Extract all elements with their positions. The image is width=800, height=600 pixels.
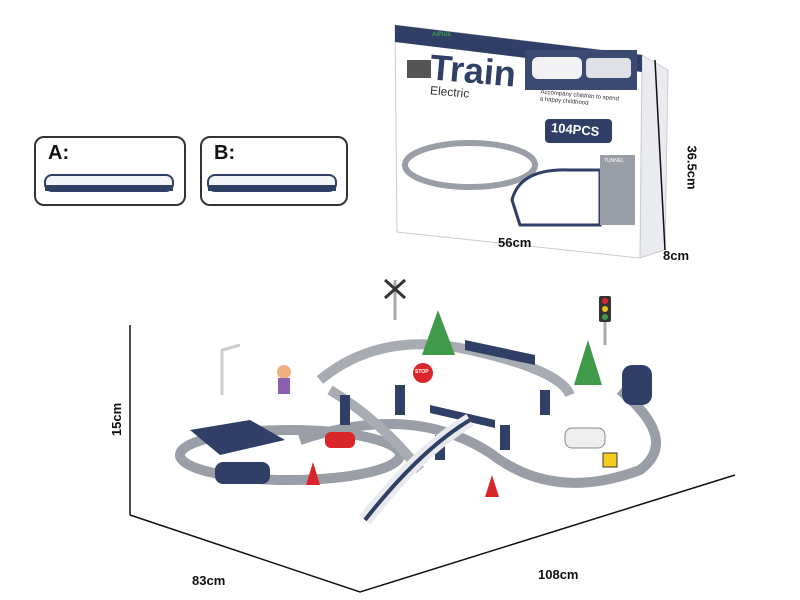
option-b-card[interactable]: B:	[200, 136, 348, 206]
option-a-card[interactable]: A:	[34, 136, 186, 206]
brand-logo: AiPlus	[432, 32, 451, 38]
product-box	[394, 24, 669, 259]
set-depth-label: 83cm	[192, 573, 226, 588]
set-height-label: 15cm	[109, 402, 125, 437]
option-a-label: A:	[48, 142, 70, 164]
box-height-label: 36.5cm	[684, 145, 700, 190]
option-b-label: B:	[214, 142, 236, 164]
set-width-label: 108cm	[538, 567, 579, 582]
box-depth-label: 8cm	[663, 248, 690, 263]
dimension-lines	[129, 59, 736, 593]
tunnel-label: TUNNEL	[604, 158, 625, 164]
track-set	[175, 278, 661, 525]
box-width-label: 56cm	[498, 235, 532, 250]
stop-sign-label: STOP	[415, 369, 429, 375]
